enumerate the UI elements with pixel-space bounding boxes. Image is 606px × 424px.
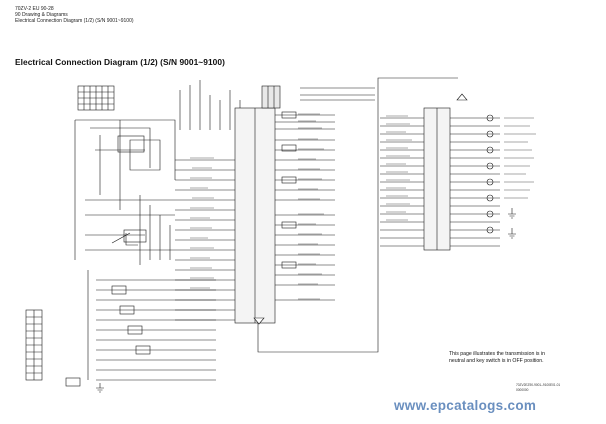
top-connector [261, 85, 281, 109]
connector-down-arrow [253, 317, 265, 325]
doc-reference-code: 0000000 [516, 388, 529, 392]
lamp-symbol [486, 194, 494, 202]
relay-block [117, 135, 145, 153]
watermark: www.epcatalogs.com [394, 398, 537, 413]
lamp-symbol [486, 146, 494, 154]
page-title: Electrical Connection Diagram (1/2) (S/N… [15, 57, 225, 67]
lamp-symbol [486, 226, 494, 234]
connector-up-arrow [456, 93, 468, 101]
doc-reference: 70ZV2EZ90-9001–9100E01.01 [516, 383, 561, 387]
lamp-symbol [486, 210, 494, 218]
lamp-symbol [486, 178, 494, 186]
header-section: 90 Drawing & Diagrams [15, 12, 68, 18]
diagram-note-line1: This page illustrates the transmission i… [449, 351, 546, 357]
lamp-symbol [486, 162, 494, 170]
header-model: 70ZV-2 EU 90-28 [15, 6, 54, 12]
header-subtitle: Electrical Connection Diagram (1/2) (S/N… [15, 18, 134, 24]
diagram-note-line2: neutral and key switch is in OFF positio… [449, 358, 544, 364]
lamp-symbol [486, 114, 494, 122]
solenoid-block [123, 229, 147, 243]
lamp-symbol [486, 130, 494, 138]
